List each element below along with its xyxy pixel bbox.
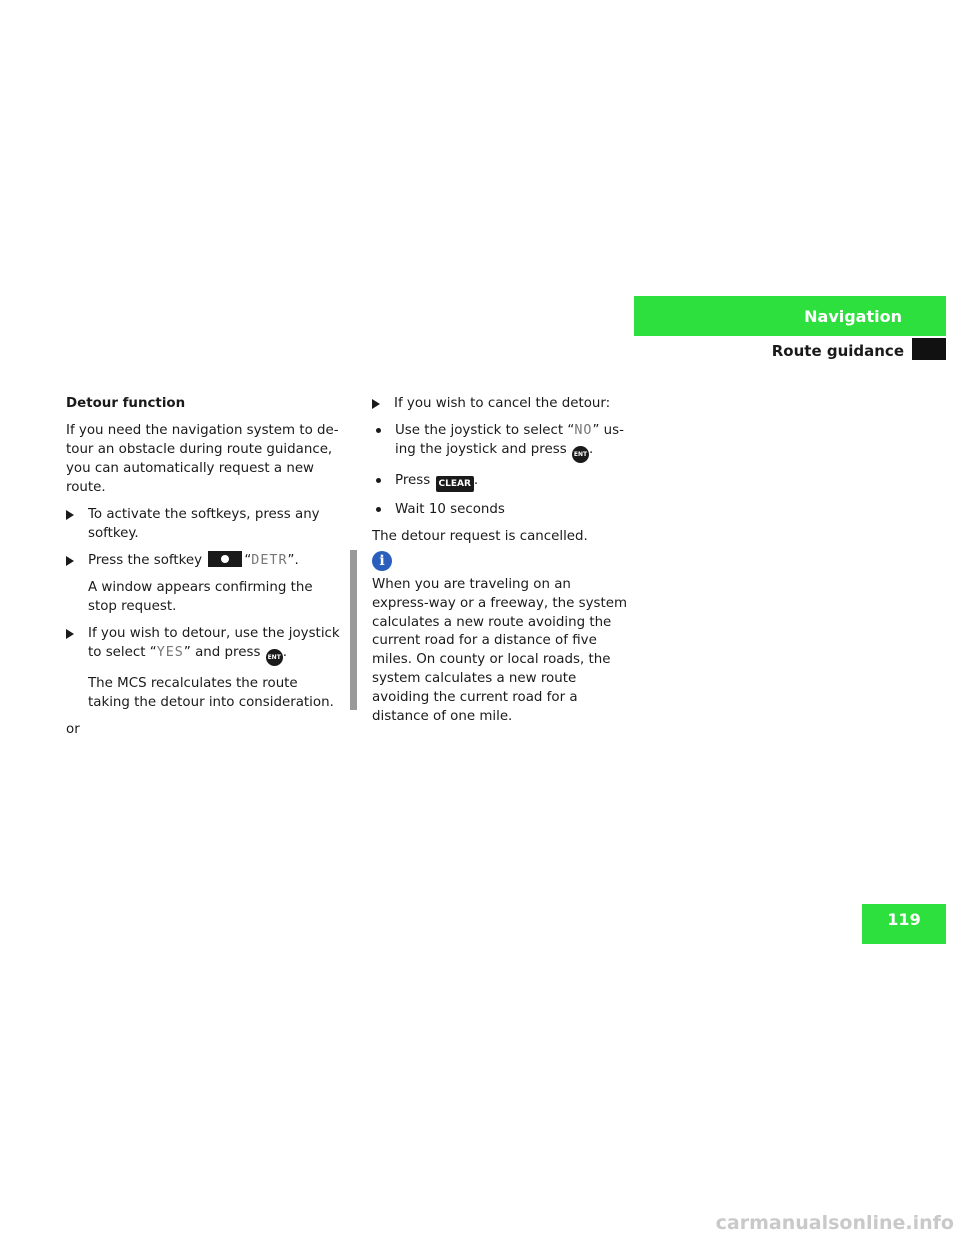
info-icon: i: [372, 551, 392, 571]
left-column: Detour function If you need the navigati…: [66, 394, 342, 747]
bullet-dot-icon: [376, 507, 381, 512]
watermark: carmanualsonline.info: [715, 1212, 954, 1234]
step-result: The MCS recalculates the route taking th…: [88, 676, 334, 710]
section-heading: Detour function: [66, 396, 186, 411]
display-text-no: NO: [574, 423, 593, 438]
step-arrow-icon: [66, 629, 74, 639]
bullet-dot-icon: [376, 478, 381, 483]
step-activate-softkeys: To activate the softkeys, press any soft…: [66, 505, 342, 543]
section-title: Navigation: [804, 306, 902, 326]
page-number: 119: [862, 904, 946, 944]
ent-button-icon: ENT: [265, 649, 283, 666]
cancel-result: The detour request is cancelled.: [372, 529, 588, 544]
step-press-softkey: Press the softkey “DETR”.: [66, 551, 342, 570]
step-result: A window appears confirming the stop req…: [88, 580, 313, 614]
step-cancel-detour: If you wish to cancel the detour:: [372, 394, 626, 413]
section-header: Navigation: [634, 296, 946, 336]
info-sidebar-bar: [350, 550, 357, 710]
step-confirm-detour: If you wish to detour, use the joystick …: [66, 624, 342, 666]
bullet-wait: Wait 10 seconds: [372, 500, 626, 519]
softkey-icon: [208, 551, 243, 567]
bullet-press-clear: Press CLEAR.: [372, 471, 626, 492]
right-column: If you wish to cancel the detour: Use th…: [372, 394, 626, 554]
display-text-yes: YES: [156, 645, 184, 660]
bullet-select-no: Use the joystick to select “NO” us-ing t…: [372, 421, 626, 463]
step-arrow-icon: [66, 556, 74, 566]
display-text-detr: DETR: [251, 553, 288, 568]
step-arrow-icon: [66, 510, 74, 520]
step-arrow-icon: [372, 399, 380, 409]
info-note: When you are traveling on an express-way…: [372, 577, 628, 724]
intro-paragraph: If you need the navigation system to de-…: [66, 423, 339, 495]
subsection-title: Route guidance: [771, 342, 904, 360]
ent-button-icon: ENT: [571, 446, 589, 463]
or-text: or: [66, 722, 80, 737]
bullet-dot-icon: [376, 428, 381, 433]
clear-button-icon: CLEAR: [435, 476, 474, 492]
header-marker-block: [912, 338, 946, 360]
